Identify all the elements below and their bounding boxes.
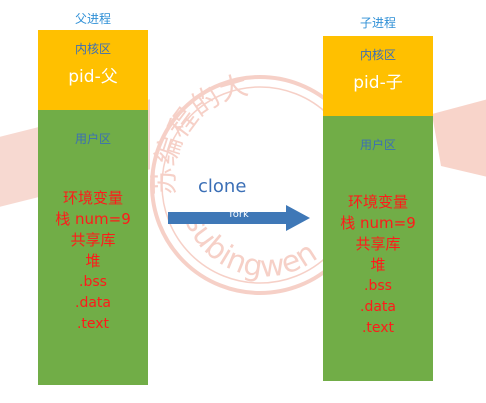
background-decoration-right (432, 98, 486, 178)
parent-kernel-label: 内核区 (74, 42, 111, 56)
child-memory-item-stack: 栈 num=9 (340, 214, 416, 232)
parent-memory-item-bss: .bss (79, 274, 107, 290)
parent-user-area: 用户区 环境变量 栈 num=9 共享库 堆 .bss .data .text (38, 110, 148, 385)
child-kernel-label: 内核区 (359, 48, 396, 62)
fork-arrow (168, 205, 310, 231)
child-memory-item-shared-lib: 共享库 (355, 235, 401, 253)
child-memory-item-heap: 堆 (370, 256, 386, 274)
parent-memory-item-heap: 堆 (85, 252, 101, 270)
watermark-seal-icon: 苏编程的大 subingwen (148, 68, 370, 295)
child-memory-list: 环境变量 栈 num=9 共享库 堆 .bss .data .text (323, 192, 433, 339)
parent-memory-list: 环境变量 栈 num=9 共享库 堆 .bss .data .text (38, 188, 148, 335)
child-memory-item-text: .text (361, 320, 395, 336)
parent-pid-label: pid-父 (68, 67, 118, 87)
child-memory-item-env: 环境变量 (347, 193, 408, 211)
right-arrow-icon (168, 205, 310, 231)
parent-memory-item-env: 环境变量 (62, 189, 123, 207)
child-kernel-area: 内核区 pid-子 (323, 36, 433, 116)
clone-label: clone (198, 176, 247, 197)
parent-memory-item-shared-lib: 共享库 (70, 231, 116, 249)
child-pid-label: pid-子 (353, 73, 403, 93)
child-memory-item-data: .data (360, 299, 396, 315)
parent-kernel-area: 内核区 pid-父 (38, 30, 148, 110)
parent-process-title: 父进程 (74, 11, 111, 26)
parent-memory-item-data: .data (75, 295, 111, 311)
child-user-label: 用户区 (359, 138, 396, 152)
parent-memory-item-stack: 栈 num=9 (55, 210, 131, 228)
child-memory-item-bss: .bss (364, 278, 392, 294)
parent-user-label: 用户区 (74, 132, 111, 146)
parent-memory-item-text: .text (76, 316, 110, 332)
child-process-title: 子进程 (359, 15, 396, 30)
fork-label: fork (229, 209, 249, 220)
child-user-area: 用户区 环境变量 栈 num=9 共享库 堆 .bss .data .text (323, 116, 433, 381)
watermark-stamp: 苏编程的大 subingwen (145, 68, 375, 300)
